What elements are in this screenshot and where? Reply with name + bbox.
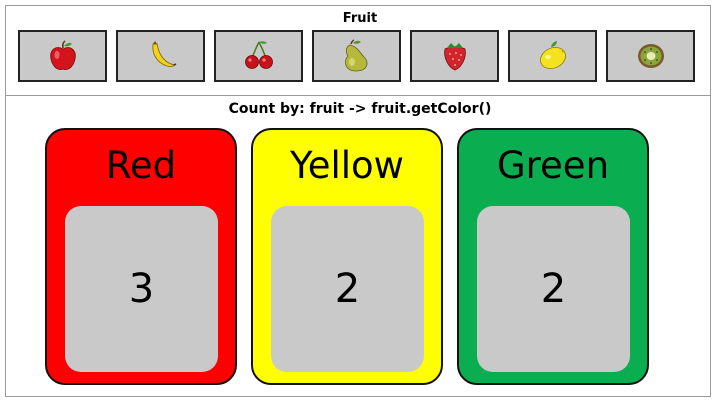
lemon-icon (539, 41, 566, 69)
group-card-red: Red 3 (45, 128, 237, 385)
cherries-icon (244, 41, 273, 69)
group-card-green: Green 2 (457, 128, 649, 385)
group-count: 2 (540, 266, 567, 312)
group-card-yellow: Yellow 2 (251, 128, 443, 385)
fruit-box-banana (116, 30, 205, 82)
section-divider (5, 95, 711, 96)
fruit-box-kiwi (606, 30, 695, 82)
strawberry-icon (443, 43, 466, 71)
group-count-box: 2 (271, 206, 424, 372)
fruit-box-cherries (214, 30, 303, 82)
banana-icon (151, 41, 176, 67)
fruit-box-apple (18, 30, 107, 82)
apple-icon (49, 40, 76, 70)
group-label: Yellow (290, 144, 404, 187)
kiwi-icon (637, 44, 664, 68)
group-count-box: 3 (65, 206, 218, 372)
group-label: Red (105, 144, 177, 187)
diagram-frame (5, 5, 711, 397)
fruit-box-lemon (508, 30, 597, 82)
group-label: Green (496, 144, 610, 187)
group-count-box: 2 (477, 206, 630, 372)
group-count: 2 (334, 266, 361, 312)
count-panel-title: Count by: fruit -> fruit.getColor() (228, 101, 492, 117)
pear-icon (344, 39, 367, 72)
group-count: 3 (128, 266, 155, 312)
fruit-panel-title: Fruit (342, 11, 378, 26)
fruit-box-strawberry (410, 30, 499, 82)
fruit-box-pear (312, 30, 401, 82)
